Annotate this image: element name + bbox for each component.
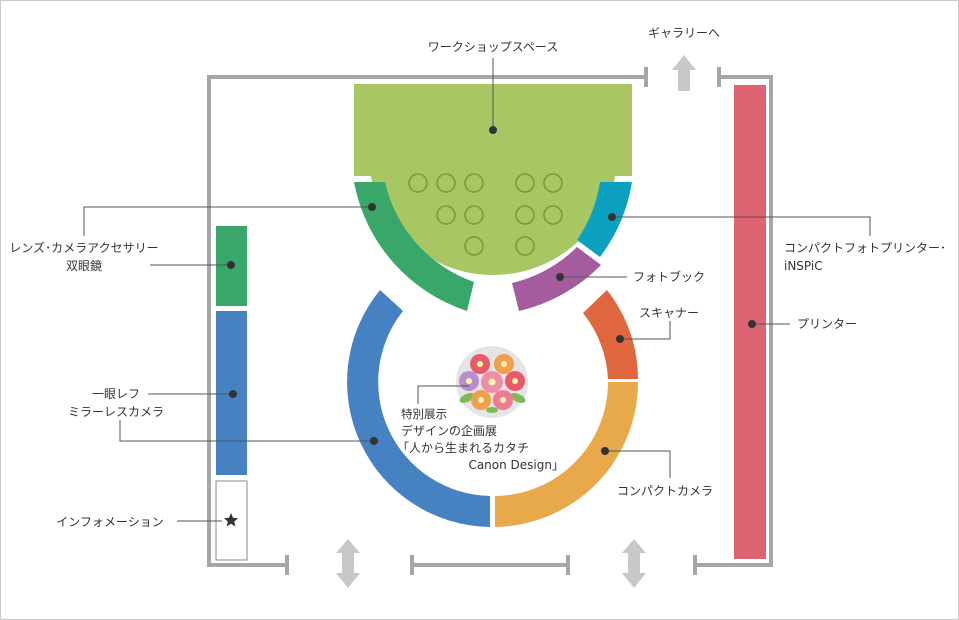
workshop-seats — [408, 173, 563, 256]
special-exhibit-label-line2: デザインの企画展 — [401, 423, 497, 438]
lens-accessory-label-line1: レンズ･カメラアクセサリー — [9, 240, 158, 255]
special-exhibit-label-line4: Canon Design」 — [468, 458, 564, 472]
photobook-label: フォトブック — [633, 269, 705, 284]
walls — [207, 67, 773, 575]
slr-mirrorless-booth-arc[interactable] — [347, 290, 490, 527]
seat-circle — [464, 236, 484, 256]
compact-photo-printer-booth-arc[interactable] — [577, 182, 632, 257]
slr-label-line1: 一眼レフ — [92, 387, 140, 401]
lens-accessory-booth-arc[interactable] — [354, 182, 474, 311]
double-arrow-icon — [622, 539, 646, 588]
seat-circle — [436, 173, 456, 193]
special-exhibit-label-line1: 特別展示 — [401, 407, 447, 421]
wall-right — [695, 75, 773, 567]
compact-photo-printer-label-line1: コンパクトフォトプリンター･ — [784, 241, 946, 255]
information-label: インフォメーション — [56, 515, 163, 529]
photobook-booth-arc[interactable] — [512, 247, 601, 311]
seat-circle — [464, 173, 484, 193]
seat-circle — [543, 173, 563, 193]
seat-circle — [408, 173, 428, 193]
workshop-label: ワークショップスペース — [428, 40, 559, 54]
flower-bouquet-icon — [456, 346, 528, 418]
scanner-label: スキャナー — [639, 306, 699, 320]
seat-circle — [436, 205, 456, 225]
lens-accessory-label-line2: 双眼鏡 — [66, 258, 102, 273]
up-arrow-icon — [672, 55, 696, 91]
wall-top-left — [207, 75, 646, 567]
special-exhibit-label-line3: 「人から生まれるカタチ — [397, 441, 529, 455]
seat-circle — [515, 205, 535, 225]
seat-circle — [464, 205, 484, 225]
printer-label: プリンター — [797, 317, 857, 331]
leader-dots — [227, 126, 756, 455]
compact-photo-printer-label-line2: iNSPiC — [784, 259, 823, 273]
scanner-booth-arc[interactable] — [583, 290, 638, 379]
slr-label-line2: ミラーレスカメラ — [68, 405, 164, 419]
star-icon — [223, 513, 239, 527]
double-arrow-icon — [336, 539, 360, 588]
gallery-label: ギャラリーへ — [648, 26, 720, 40]
seat-circle — [515, 173, 535, 193]
compact-camera-label: コンパクトカメラ — [617, 484, 713, 498]
compact-camera-booth-arc[interactable] — [495, 382, 638, 527]
leader-lines — [83, 58, 871, 522]
seat-circle — [515, 236, 535, 256]
seat-circle — [543, 205, 563, 225]
